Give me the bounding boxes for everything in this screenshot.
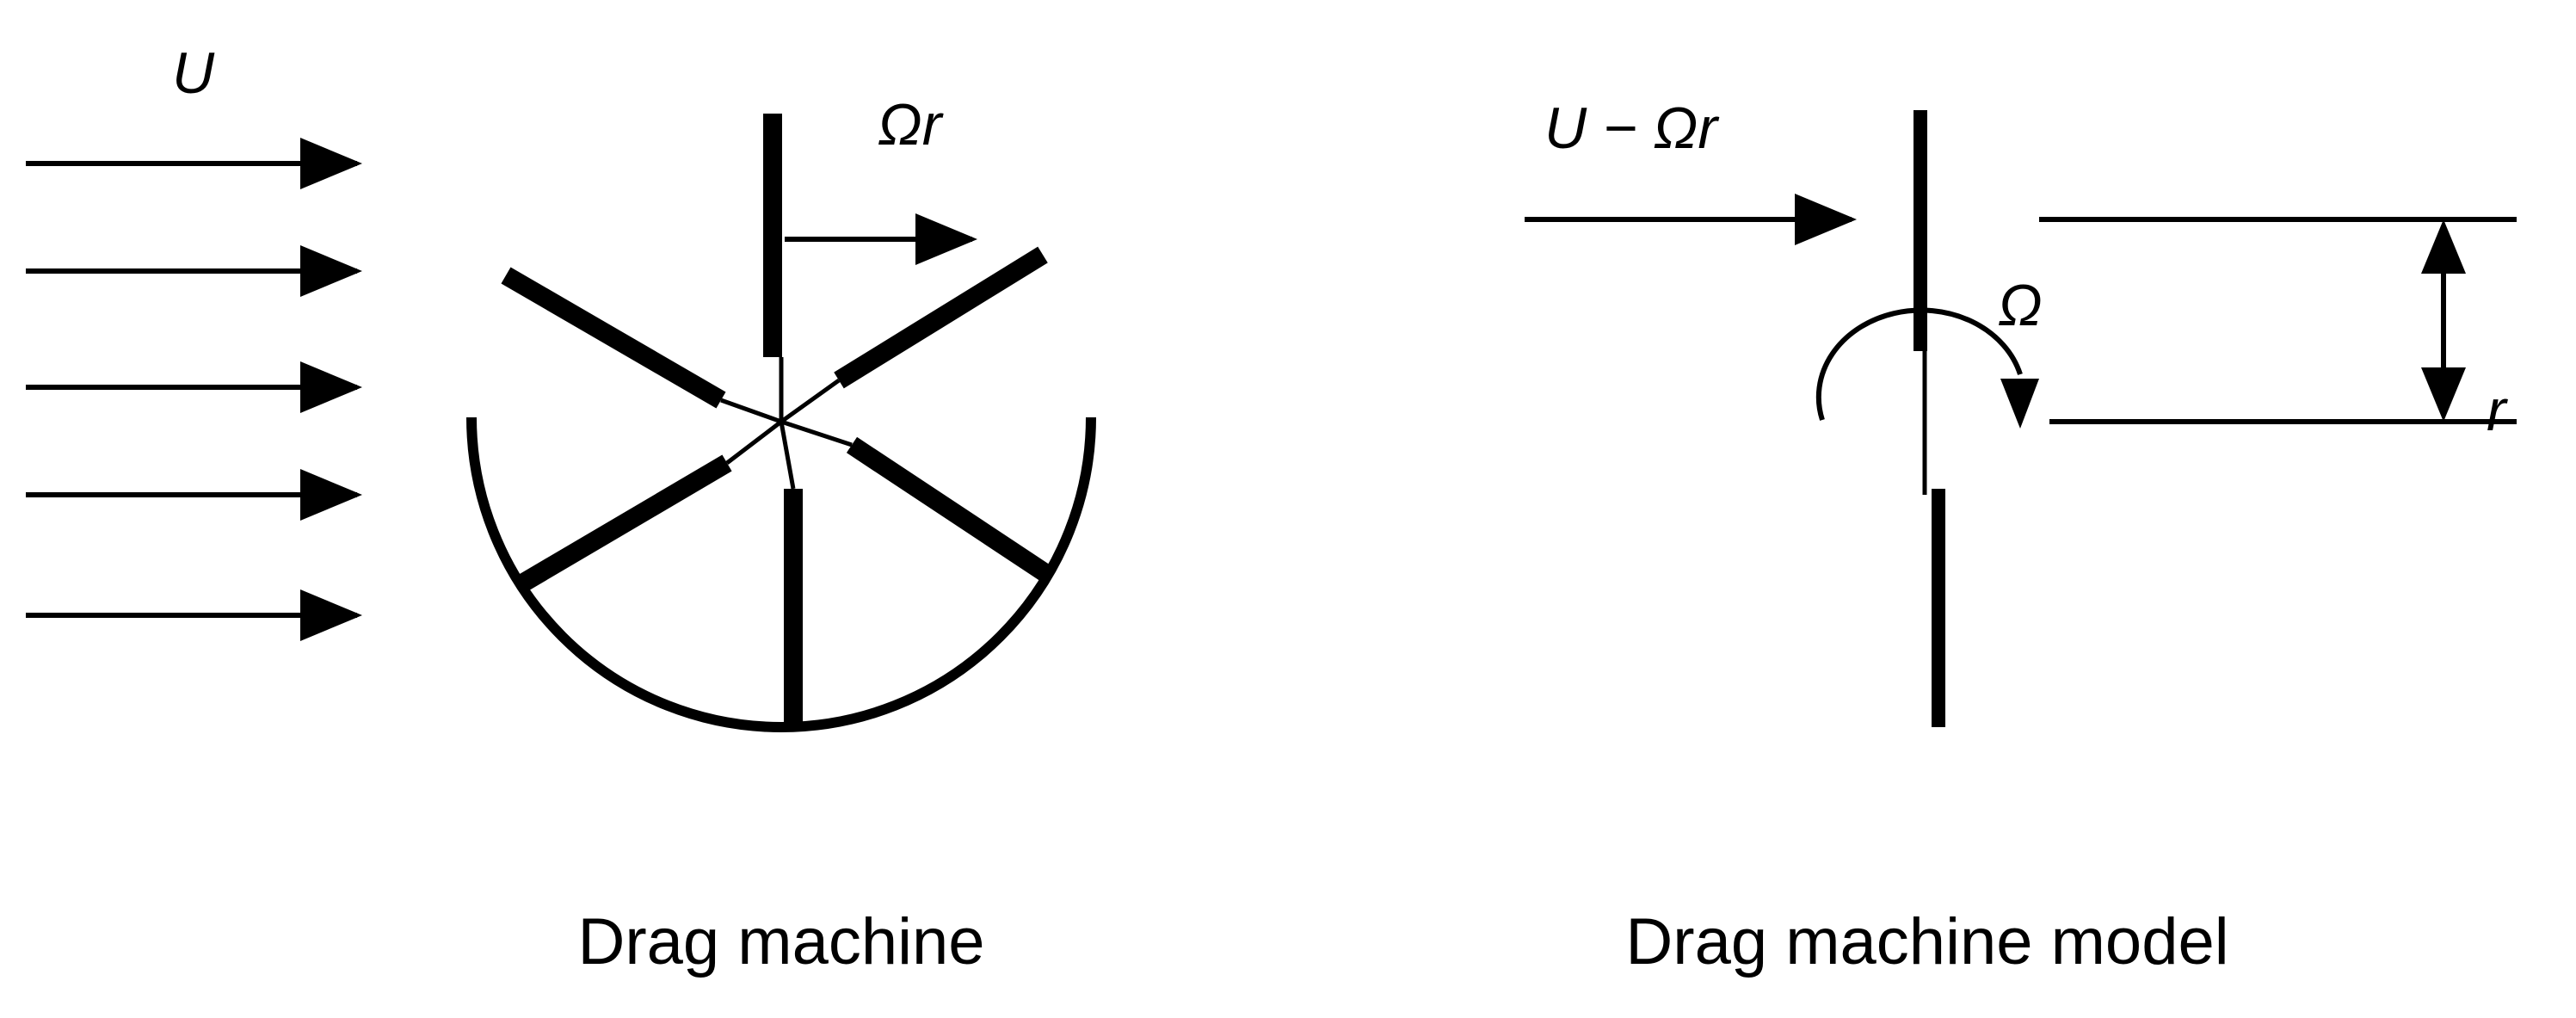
rotation-label: Ω <box>1998 273 2043 338</box>
radius-label: r <box>2487 378 2508 443</box>
drag-machine-caption: Drag machine <box>577 905 984 978</box>
rotor-blades <box>501 114 1054 725</box>
rotation-arrow <box>1815 307 2023 421</box>
radius-arrowhead-top <box>2421 219 2466 274</box>
rotation-arrowhead <box>2000 379 2039 429</box>
flow-velocity-label: U <box>172 40 215 106</box>
radius-dimension <box>2039 217 2517 424</box>
radius-arrowhead-bottom <box>2421 367 2466 422</box>
relative-flow-label: U − Ωr <box>1544 96 1719 161</box>
rotor-blade-upper-right <box>834 246 1048 389</box>
rotor-blade-upper-left <box>501 267 726 409</box>
drag-machine-model-caption: Drag machine model <box>1625 905 2228 978</box>
rotor-spokes <box>720 357 853 490</box>
rotor-blade-lower-left <box>517 454 732 592</box>
housing-arc <box>466 416 1096 732</box>
drag-machine-panel: U Ωr Drag machine <box>26 40 1096 978</box>
drag-machine-model-panel: U − Ωr Ω r Drag machine model <box>1525 96 2517 978</box>
rotor-blade-lower-right <box>846 436 1054 583</box>
tip-speed-label: Ωr <box>878 92 944 157</box>
incoming-flow-arrows <box>26 138 362 641</box>
